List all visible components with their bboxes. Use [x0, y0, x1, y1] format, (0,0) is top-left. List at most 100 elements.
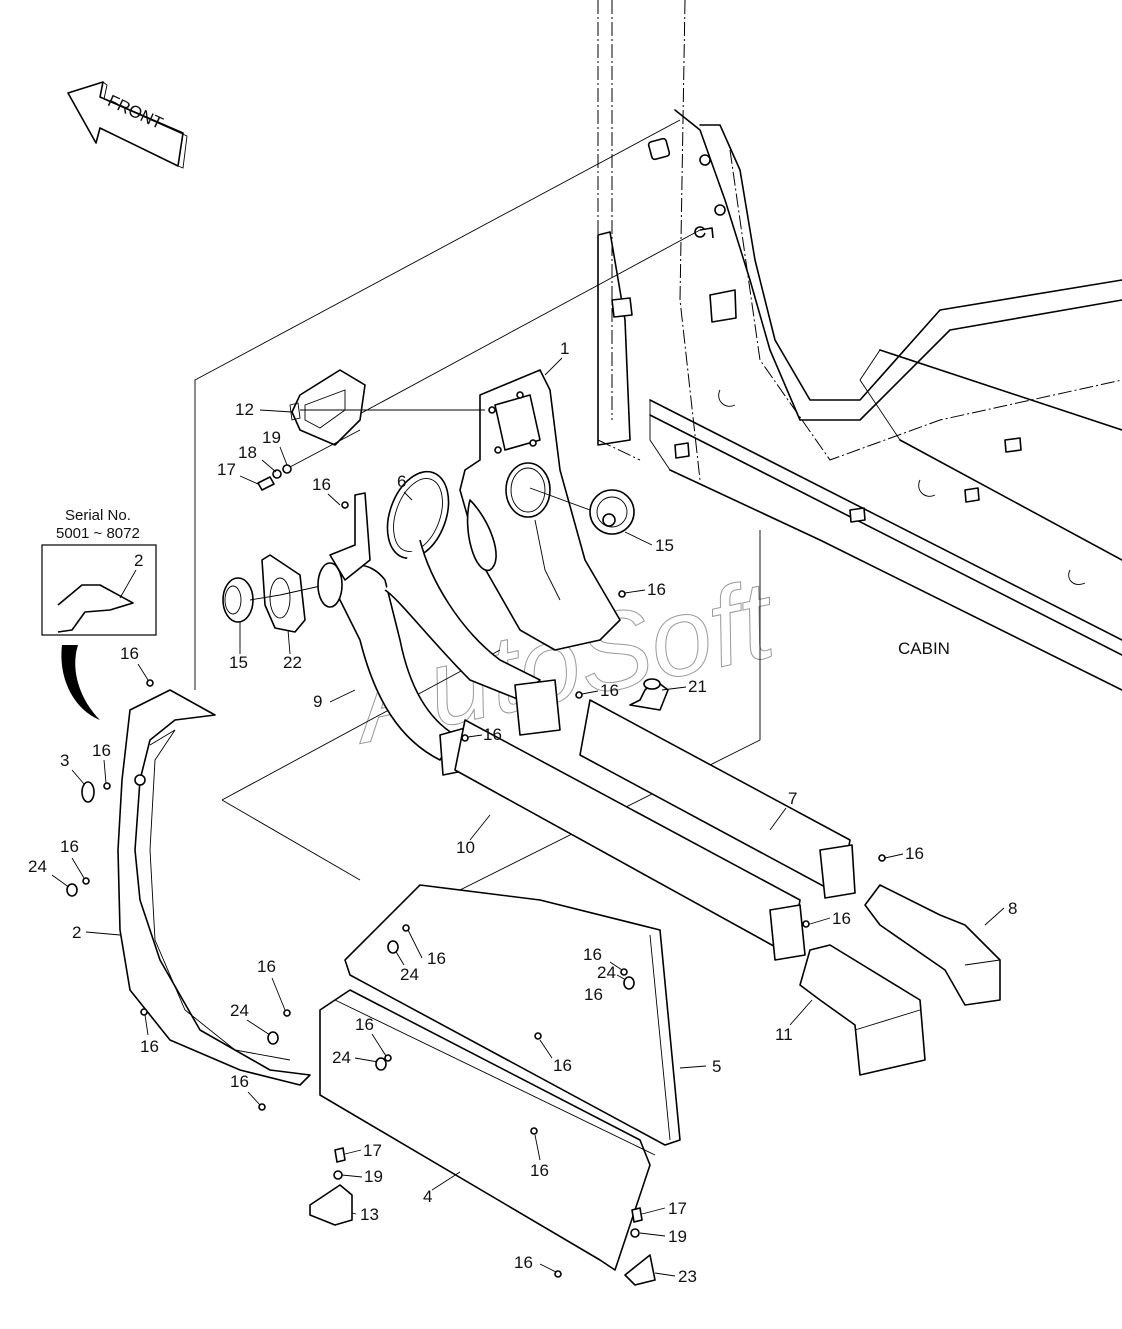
- inset-caption-range: 5001 ~ 8072: [56, 525, 140, 542]
- leader-line: [71, 857, 85, 879]
- part-8-duct: [864, 884, 1001, 1006]
- callout-16-p: 16: [884, 844, 924, 863]
- leader-line: [534, 1134, 541, 1161]
- callout-16-j: 16: [407, 929, 446, 968]
- callout-label: 16: [92, 741, 111, 760]
- leader-line: [85, 931, 121, 936]
- assembly-line: [221, 649, 501, 801]
- callout-17-b: 17: [344, 1141, 382, 1160]
- callout-17-c: 17: [641, 1199, 687, 1218]
- cabin-label: CABIN: [898, 639, 950, 658]
- leader-line: [884, 853, 904, 859]
- leader-line: [431, 1171, 461, 1191]
- callout-label: 17: [363, 1141, 382, 1160]
- callout-4: 4: [423, 1171, 461, 1206]
- leader-line: [341, 1174, 363, 1178]
- leader-line: [261, 459, 277, 473]
- callout-3: 3: [60, 751, 85, 785]
- leader-line: [144, 1014, 149, 1036]
- fasteners-17-18-19: [257, 429, 361, 491]
- callout-8: 8: [984, 899, 1017, 926]
- leader-line: [71, 769, 85, 785]
- callout-11: 11: [775, 999, 813, 1044]
- callout-label: 24: [597, 963, 616, 982]
- callout-label: 16: [647, 580, 666, 599]
- callout-16-c: 16: [581, 681, 619, 700]
- callout-17-a: 17: [217, 460, 259, 485]
- leader-line: [259, 409, 293, 413]
- callout-label: 18: [238, 443, 257, 462]
- callout-label: 19: [262, 428, 281, 447]
- callout-18: 18: [238, 443, 277, 473]
- part-15-left-grommet: [222, 562, 343, 623]
- callout-label: 16: [60, 837, 79, 856]
- callout-16-m: 16: [539, 1039, 572, 1075]
- callout-13: 13: [351, 1205, 379, 1224]
- leader-line: [394, 949, 405, 966]
- callout-24-b: 24: [230, 1001, 271, 1036]
- assembly-line: [329, 229, 701, 431]
- leader-line: [137, 663, 149, 681]
- leader-line: [51, 874, 71, 889]
- callout-label: 24: [332, 1048, 351, 1067]
- assembly-line: [194, 119, 681, 690]
- callout-12: 12: [235, 400, 485, 419]
- serial-inset: Serial No. 5001 ~ 8072 2: [41, 507, 157, 720]
- leader-line: [329, 689, 356, 703]
- leader-line: [641, 1207, 666, 1215]
- callout-16-e: 16: [120, 644, 149, 681]
- callout-label: 16: [312, 475, 331, 494]
- leader-line: [654, 1272, 676, 1277]
- callout-21: 21: [661, 677, 707, 696]
- callout-label: 16: [230, 1072, 249, 1091]
- callout-16-h: 16: [140, 1014, 159, 1056]
- leader-line: [467, 734, 483, 738]
- callout-label: 24: [230, 1001, 249, 1020]
- part-7-duct: [514, 679, 856, 899]
- callout-6: 6: [397, 472, 413, 501]
- callout-16-n: 16: [230, 1072, 261, 1106]
- callout-7: 7: [769, 789, 797, 831]
- callout-15-right: 15: [624, 531, 674, 555]
- curved-arrow-icon: [61, 645, 100, 720]
- callout-19-a: 19: [262, 428, 288, 466]
- callout-label: 16: [427, 949, 446, 968]
- leader-line: [609, 961, 623, 971]
- part-5-panel: [344, 884, 681, 1146]
- leader-line: [679, 1065, 707, 1069]
- callout-16-i: 16: [257, 957, 286, 1011]
- callout-label: 3: [60, 751, 69, 770]
- callout-label: 2: [72, 923, 81, 942]
- leader-line: [351, 1212, 357, 1215]
- callout-label: 17: [668, 1199, 687, 1218]
- part-1-panel: [459, 369, 621, 651]
- leader-line: [544, 357, 563, 376]
- callout-24-a: 24: [28, 857, 71, 889]
- callout-label: 4: [423, 1187, 432, 1206]
- part-16-bracket: [329, 492, 371, 581]
- callout-label: 16: [553, 1056, 572, 1075]
- callout-label: 11: [775, 1025, 793, 1044]
- callout-label: 16: [514, 1253, 533, 1272]
- leader-line: [239, 475, 259, 485]
- callout-24-d: 24: [332, 1048, 379, 1067]
- leader-line: [407, 929, 423, 959]
- leader-line: [581, 690, 599, 695]
- callout-label: 16: [583, 945, 602, 964]
- callout-label: 23: [678, 1267, 697, 1286]
- callout-16-o: 16: [530, 1134, 549, 1180]
- part-11-duct: [799, 944, 926, 1076]
- callout-16-g: 16: [60, 837, 85, 879]
- part-12-bracket: [289, 369, 366, 446]
- leader-line: [103, 759, 107, 784]
- leader-line: [344, 1149, 362, 1155]
- callout-22: 22: [283, 629, 302, 672]
- assembly-line: [221, 799, 361, 881]
- part-2-side-panel: [117, 689, 311, 1086]
- callout-label: 16: [483, 725, 502, 744]
- leader-line: [539, 1039, 553, 1059]
- callout-16-k: 16: [583, 945, 623, 971]
- leader-line: [247, 1091, 261, 1106]
- part-10-duct: [454, 719, 806, 961]
- callout-label: 16: [257, 957, 276, 976]
